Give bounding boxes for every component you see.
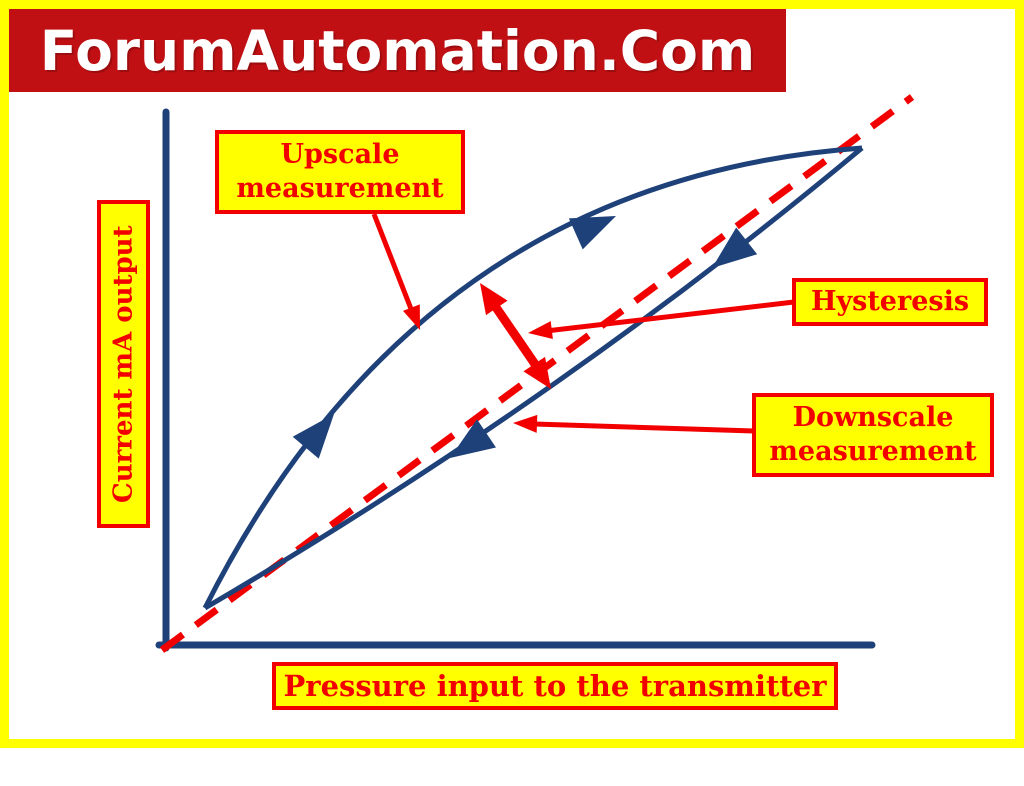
upscale-pointer-arrow-icon	[402, 304, 420, 330]
hysteresis-label: Hysteresis	[792, 278, 988, 326]
y-axis-label: Current mA output	[97, 200, 150, 528]
upscale-measurement-label-text: Upscale measurement	[236, 139, 444, 204]
downscale-measurement-curve	[203, 146, 864, 611]
hysteresis-gap-arrow-down-icon	[523, 356, 551, 389]
hysteresis-pointer-line	[545, 299, 795, 334]
hysteresis-label-text: Hysteresis	[810, 286, 970, 318]
hysteresis-gap-arrow-up-icon	[480, 283, 508, 316]
hysteresis-gap-arrow-shaft	[489, 300, 543, 373]
downscale-direction-arrow-icon	[712, 227, 758, 268]
downscale-pointer-arrow-icon	[513, 414, 538, 433]
upscale-measurement-curve	[202, 145, 863, 610]
downscale-measurement-label: Downscale measurement	[752, 393, 994, 477]
x-axis-label: Pressure input to the transmitter	[272, 662, 838, 710]
upscale-direction-arrow-icon	[292, 414, 334, 459]
hysteresis-pointer-arrow-icon	[528, 321, 553, 340]
site-banner-title: ForumAutomation.Com	[39, 18, 756, 83]
site-banner: ForumAutomation.Com	[9, 9, 786, 92]
downscale-direction-arrow-icon	[450, 419, 496, 458]
upscale-direction-arrow-icon	[568, 216, 616, 250]
page-border-frame	[0, 0, 1024, 748]
x-axis-label-text: Pressure input to the transmitter	[283, 668, 827, 703]
upscale-measurement-label: Upscale measurement	[215, 130, 465, 214]
downscale-pointer-line	[533, 421, 755, 434]
y-axis-label-text: Current mA output	[108, 225, 139, 503]
upscale-pointer-line	[371, 213, 416, 315]
downscale-measurement-label-text: Downscale measurement	[769, 402, 977, 467]
